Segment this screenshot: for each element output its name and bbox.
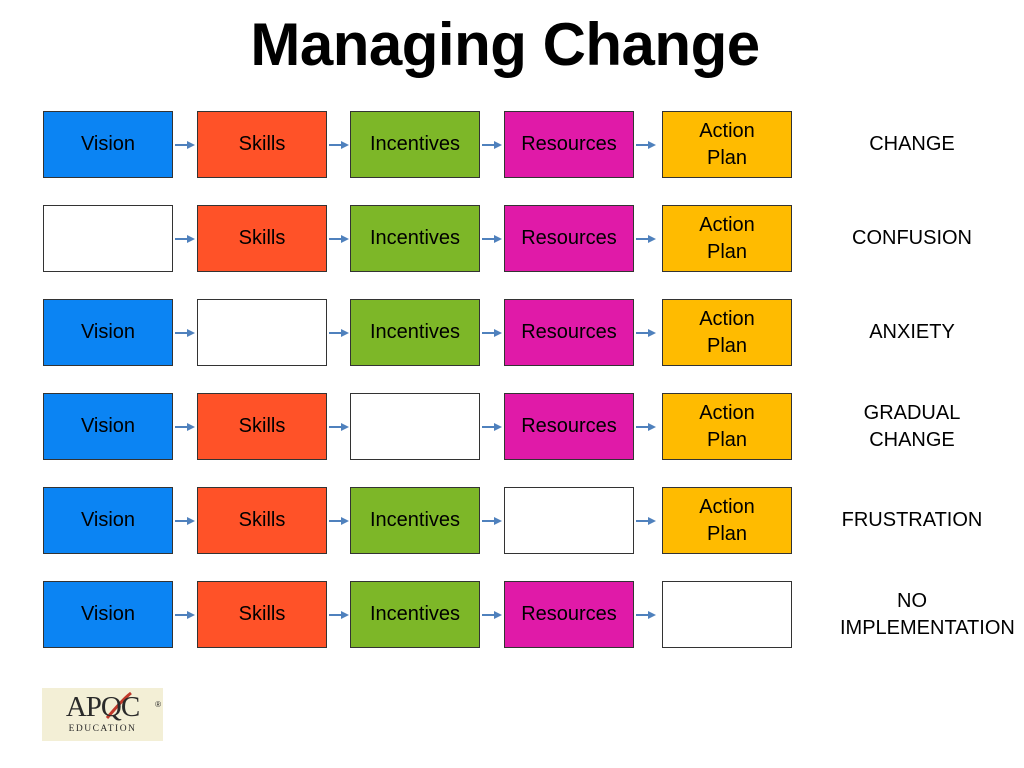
box-label: Skills xyxy=(238,603,286,625)
box-label: Action Plan xyxy=(699,307,755,357)
arrow-right-icon xyxy=(175,610,195,619)
arrow-right-icon xyxy=(175,422,195,431)
box-label: Resources xyxy=(521,321,617,343)
arrow-right-icon xyxy=(329,610,349,619)
arrow-right-icon xyxy=(482,516,502,525)
arrow-right-icon xyxy=(482,140,502,149)
row-2-outcome-label: CONFUSION xyxy=(852,227,972,249)
box-label: Action Plan xyxy=(699,495,755,545)
box-label: Action Plan xyxy=(699,119,755,169)
logo-subtitle: EDUCATION xyxy=(68,724,137,734)
box-label: Incentives xyxy=(369,509,461,531)
box-label: Resources xyxy=(521,603,617,625)
arrow-right-icon xyxy=(329,234,349,243)
row-2-incentives-box: Incentives xyxy=(350,205,480,272)
arrow-right-icon xyxy=(329,140,349,149)
row-4-skills-box: Skills xyxy=(197,393,327,460)
box-label: Skills xyxy=(238,509,286,531)
row-1-skills-box: Skills xyxy=(197,111,327,178)
logo-registered-mark: ® xyxy=(155,700,161,709)
row-1-outcome-label: CHANGE xyxy=(869,133,955,155)
row-6-vision-box: Vision xyxy=(43,581,173,648)
apqc-logo: APQC ® EDUCATION xyxy=(42,688,163,741)
arrow-right-icon xyxy=(636,422,656,431)
box-label: Vision xyxy=(80,603,136,625)
arrow-right-icon xyxy=(329,328,349,337)
arrow-right-icon xyxy=(636,234,656,243)
row-1-resources-box: Resources xyxy=(504,111,634,178)
row-4-vision-box: Vision xyxy=(43,393,173,460)
row-3-action-plan-box: Action Plan xyxy=(662,299,792,366)
row-6-skills-box: Skills xyxy=(197,581,327,648)
arrow-right-icon xyxy=(329,516,349,525)
row-5-skills-box: Skills xyxy=(197,487,327,554)
box-label: Skills xyxy=(238,133,286,155)
arrow-right-icon xyxy=(175,234,195,243)
row-3-resources-box: Resources xyxy=(504,299,634,366)
box-label: Action Plan xyxy=(699,213,755,263)
row-6-outcome-label: NO IMPLEMENTATION xyxy=(840,589,1015,639)
box-label: Vision xyxy=(80,509,136,531)
box-label: Resources xyxy=(521,227,617,249)
arrow-right-icon xyxy=(482,610,502,619)
arrow-right-icon xyxy=(482,422,502,431)
box-label: Resources xyxy=(521,415,617,437)
row-4-outcome-label: GRADUAL CHANGE xyxy=(863,401,961,451)
arrow-right-icon xyxy=(175,140,195,149)
page-title: Managing Change xyxy=(250,11,760,78)
row-2-resources-box: Resources xyxy=(504,205,634,272)
row-1-vision-box: Vision xyxy=(43,111,173,178)
box-label: Skills xyxy=(238,227,286,249)
row-1-incentives-box: Incentives xyxy=(350,111,480,178)
arrow-right-icon xyxy=(175,516,195,525)
box-label: Incentives xyxy=(369,321,461,343)
arrow-right-icon xyxy=(329,422,349,431)
row-1-action-plan-box: Action Plan xyxy=(662,111,792,178)
box-label: Incentives xyxy=(369,603,461,625)
box-label: Incentives xyxy=(369,133,461,155)
arrow-right-icon xyxy=(175,328,195,337)
row-4-resources-box: Resources xyxy=(504,393,634,460)
row-3-empty-box xyxy=(197,299,327,366)
logo-wordmark: APQC xyxy=(65,691,140,723)
row-3-vision-box: Vision xyxy=(43,299,173,366)
row-6-incentives-box: Incentives xyxy=(350,581,480,648)
box-label: Resources xyxy=(521,133,617,155)
box-label: Vision xyxy=(80,415,136,437)
box-label: Vision xyxy=(80,321,136,343)
arrow-right-icon xyxy=(482,328,502,337)
box-label: Incentives xyxy=(369,227,461,249)
row-6-empty-box xyxy=(662,581,792,648)
row-3-outcome-label: ANXIETY xyxy=(869,321,955,343)
row-5-empty-box xyxy=(504,487,634,554)
arrow-right-icon xyxy=(636,328,656,337)
box-label: Action Plan xyxy=(699,401,755,451)
row-5-vision-box: Vision xyxy=(43,487,173,554)
row-2-action-plan-box: Action Plan xyxy=(662,205,792,272)
row-5-incentives-box: Incentives xyxy=(350,487,480,554)
arrow-right-icon xyxy=(636,516,656,525)
arrow-right-icon xyxy=(636,610,656,619)
row-2-skills-box: Skills xyxy=(197,205,327,272)
row-5-outcome-label: FRUSTRATION xyxy=(841,509,983,531)
row-3-incentives-box: Incentives xyxy=(350,299,480,366)
row-4-action-plan-box: Action Plan xyxy=(662,393,792,460)
row-2-empty-box xyxy=(43,205,173,272)
arrow-right-icon xyxy=(482,234,502,243)
row-6-resources-box: Resources xyxy=(504,581,634,648)
box-label: Vision xyxy=(80,133,136,155)
box-label: Skills xyxy=(238,415,286,437)
row-4-empty-box xyxy=(350,393,480,460)
arrow-right-icon xyxy=(636,140,656,149)
logo-swoosh-icon xyxy=(105,691,132,719)
row-5-action-plan-box: Action Plan xyxy=(662,487,792,554)
